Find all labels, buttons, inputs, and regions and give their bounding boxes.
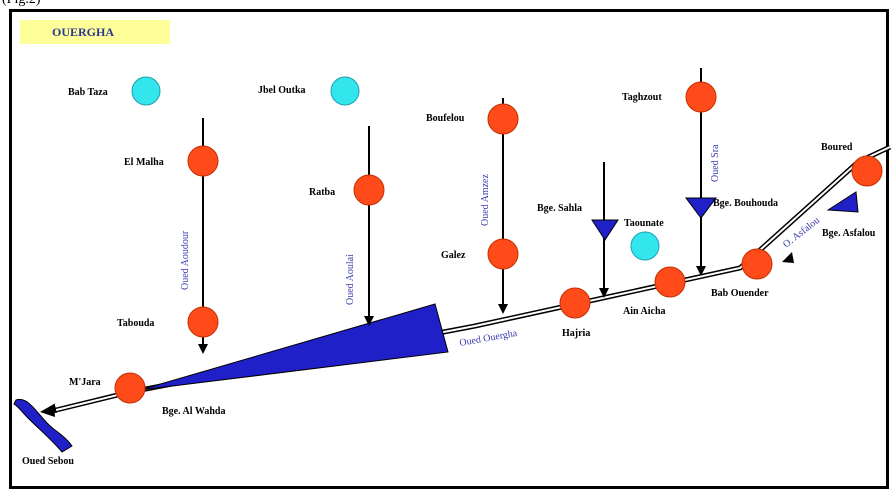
rain-gauge-taounate	[630, 231, 660, 261]
label-ain-aicha: Ain Aicha	[623, 306, 666, 317]
label-hajria: Hajria	[562, 328, 590, 339]
rain-gauge-bab-taza	[131, 76, 161, 106]
station-el-malha	[187, 145, 219, 177]
station-bab-ouender	[741, 248, 773, 280]
station-taghzout	[685, 81, 717, 113]
label-river-sebou: Oued Sebou	[22, 456, 74, 467]
oued-sebou-river	[13, 398, 73, 453]
main-river-ouergha	[46, 144, 892, 415]
asfalou-arrowhead	[782, 252, 794, 263]
al-wahda-reservoir	[139, 303, 449, 391]
diagram-title: OUERGHA	[52, 25, 114, 39]
station-boufelou	[487, 103, 519, 135]
label-river-sra: Oued Sra	[710, 144, 721, 182]
label-galez: Galez	[441, 250, 466, 261]
label-river-asfalou: O. Asfalou	[781, 215, 822, 250]
label-taghzout: Taghzout	[622, 92, 662, 103]
station-boured	[851, 155, 883, 187]
label-river-aoulai: Oued Aoulai	[345, 254, 356, 305]
dam-asfalou-icon	[826, 191, 859, 213]
label-river-amzez: Oued Amzez	[480, 174, 491, 226]
station-mjara	[114, 372, 146, 404]
label-jbel-outka: Jbel Outka	[258, 85, 306, 96]
title-box	[20, 20, 170, 44]
station-ain-aicha	[654, 266, 686, 298]
label-tabouda: Tabouda	[117, 318, 154, 329]
label-dam-al-wahda: Bge. Al Wahda	[162, 406, 225, 417]
figure-caption-fragment: (Fig.2)	[2, 0, 41, 8]
label-boured: Boured	[821, 142, 853, 153]
label-dam-asfalou: Bge. Asfalou	[822, 228, 876, 239]
label-dam-bouhouda: Bge. Bouhouda	[713, 198, 778, 209]
river-end-arrowhead	[40, 404, 55, 417]
label-bab-taza: Bab Taza	[68, 87, 108, 98]
diagram-frame	[9, 9, 889, 489]
rain-gauge-jbel-outka	[330, 76, 360, 106]
label-boufelou: Boufelou	[426, 113, 465, 124]
station-ratba	[353, 174, 385, 206]
dam-sahla-icon	[591, 219, 619, 241]
label-el-malha: El Malha	[124, 157, 164, 168]
station-tabouda	[187, 306, 219, 338]
dam-bouhouda-icon	[685, 197, 717, 219]
label-dam-sahla: Bge. Sahla	[537, 203, 582, 214]
label-river-ouergha: Oued Ouergha	[459, 328, 519, 349]
label-mjara: M'Jara	[69, 377, 101, 388]
label-river-aoudour: Oued Aoudour	[180, 230, 191, 290]
label-ratba: Ratba	[309, 187, 335, 198]
station-galez	[487, 238, 519, 270]
label-taounate: Taounate	[624, 218, 664, 229]
label-bab-ouender: Bab Ouender	[711, 288, 769, 299]
station-hajria	[559, 287, 591, 319]
